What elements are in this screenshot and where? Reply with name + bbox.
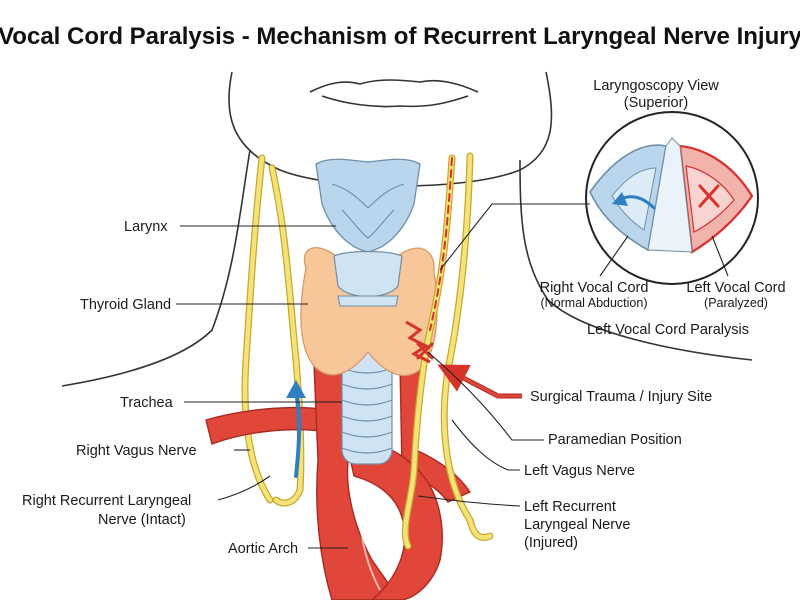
right-cord-leader xyxy=(599,235,629,277)
right-vocal-cord-note: (Normal Abduction) xyxy=(541,296,648,310)
arrow-right-icon xyxy=(437,364,522,399)
laryngoscopy-inset: Laryngoscopy View (Superior) Right Vocal… xyxy=(540,78,786,338)
label-left-rln-3: (Injured) xyxy=(524,535,578,551)
diagram-title: Vocal Cord Paralysis - Mechanism of Recu… xyxy=(0,23,800,50)
left-nerves xyxy=(401,152,494,550)
label-larynx: Larynx xyxy=(124,219,168,235)
x-mark-icon xyxy=(416,342,434,360)
left-cord-leader xyxy=(711,235,729,277)
left-leaders xyxy=(176,225,348,549)
x-mark-icon xyxy=(698,184,720,208)
right-vocal-cord-label: Right Vocal Cord xyxy=(540,280,649,296)
label-right-vagus: Right Vagus Nerve xyxy=(76,443,197,459)
label-right-rln-2: Nerve (Intact) xyxy=(98,512,186,528)
label-paramedian: Paramedian Position xyxy=(548,432,682,448)
left-vocal-cord-note: (Paralyzed) xyxy=(704,296,768,310)
left-vocal-cord-label: Left Vocal Cord xyxy=(686,280,785,296)
inset-title: Laryngoscopy View xyxy=(593,78,719,94)
injury-site xyxy=(405,320,434,364)
label-right-rln-1: Right Recurrent Laryngeal xyxy=(22,493,191,509)
larynx xyxy=(315,158,421,307)
inset-subtitle: (Superior) xyxy=(624,95,688,111)
label-aortic-arch: Aortic Arch xyxy=(228,541,298,557)
right-leaders xyxy=(417,203,590,507)
label-injury-site: Surgical Trauma / Injury Site xyxy=(530,389,712,405)
label-left-rln-2: Laryngeal Nerve xyxy=(524,517,630,533)
label-thyroid-gland: Thyroid Gland xyxy=(80,297,171,313)
inset-caption: Left Vocal Cord Paralysis xyxy=(587,322,749,338)
label-left-vagus: Left Vagus Nerve xyxy=(524,463,635,479)
label-left-rln-1: Left Recurrent xyxy=(524,499,616,515)
right-nerves xyxy=(241,154,305,507)
label-trachea: Trachea xyxy=(120,395,174,411)
curved-arrow-icon xyxy=(286,380,306,478)
